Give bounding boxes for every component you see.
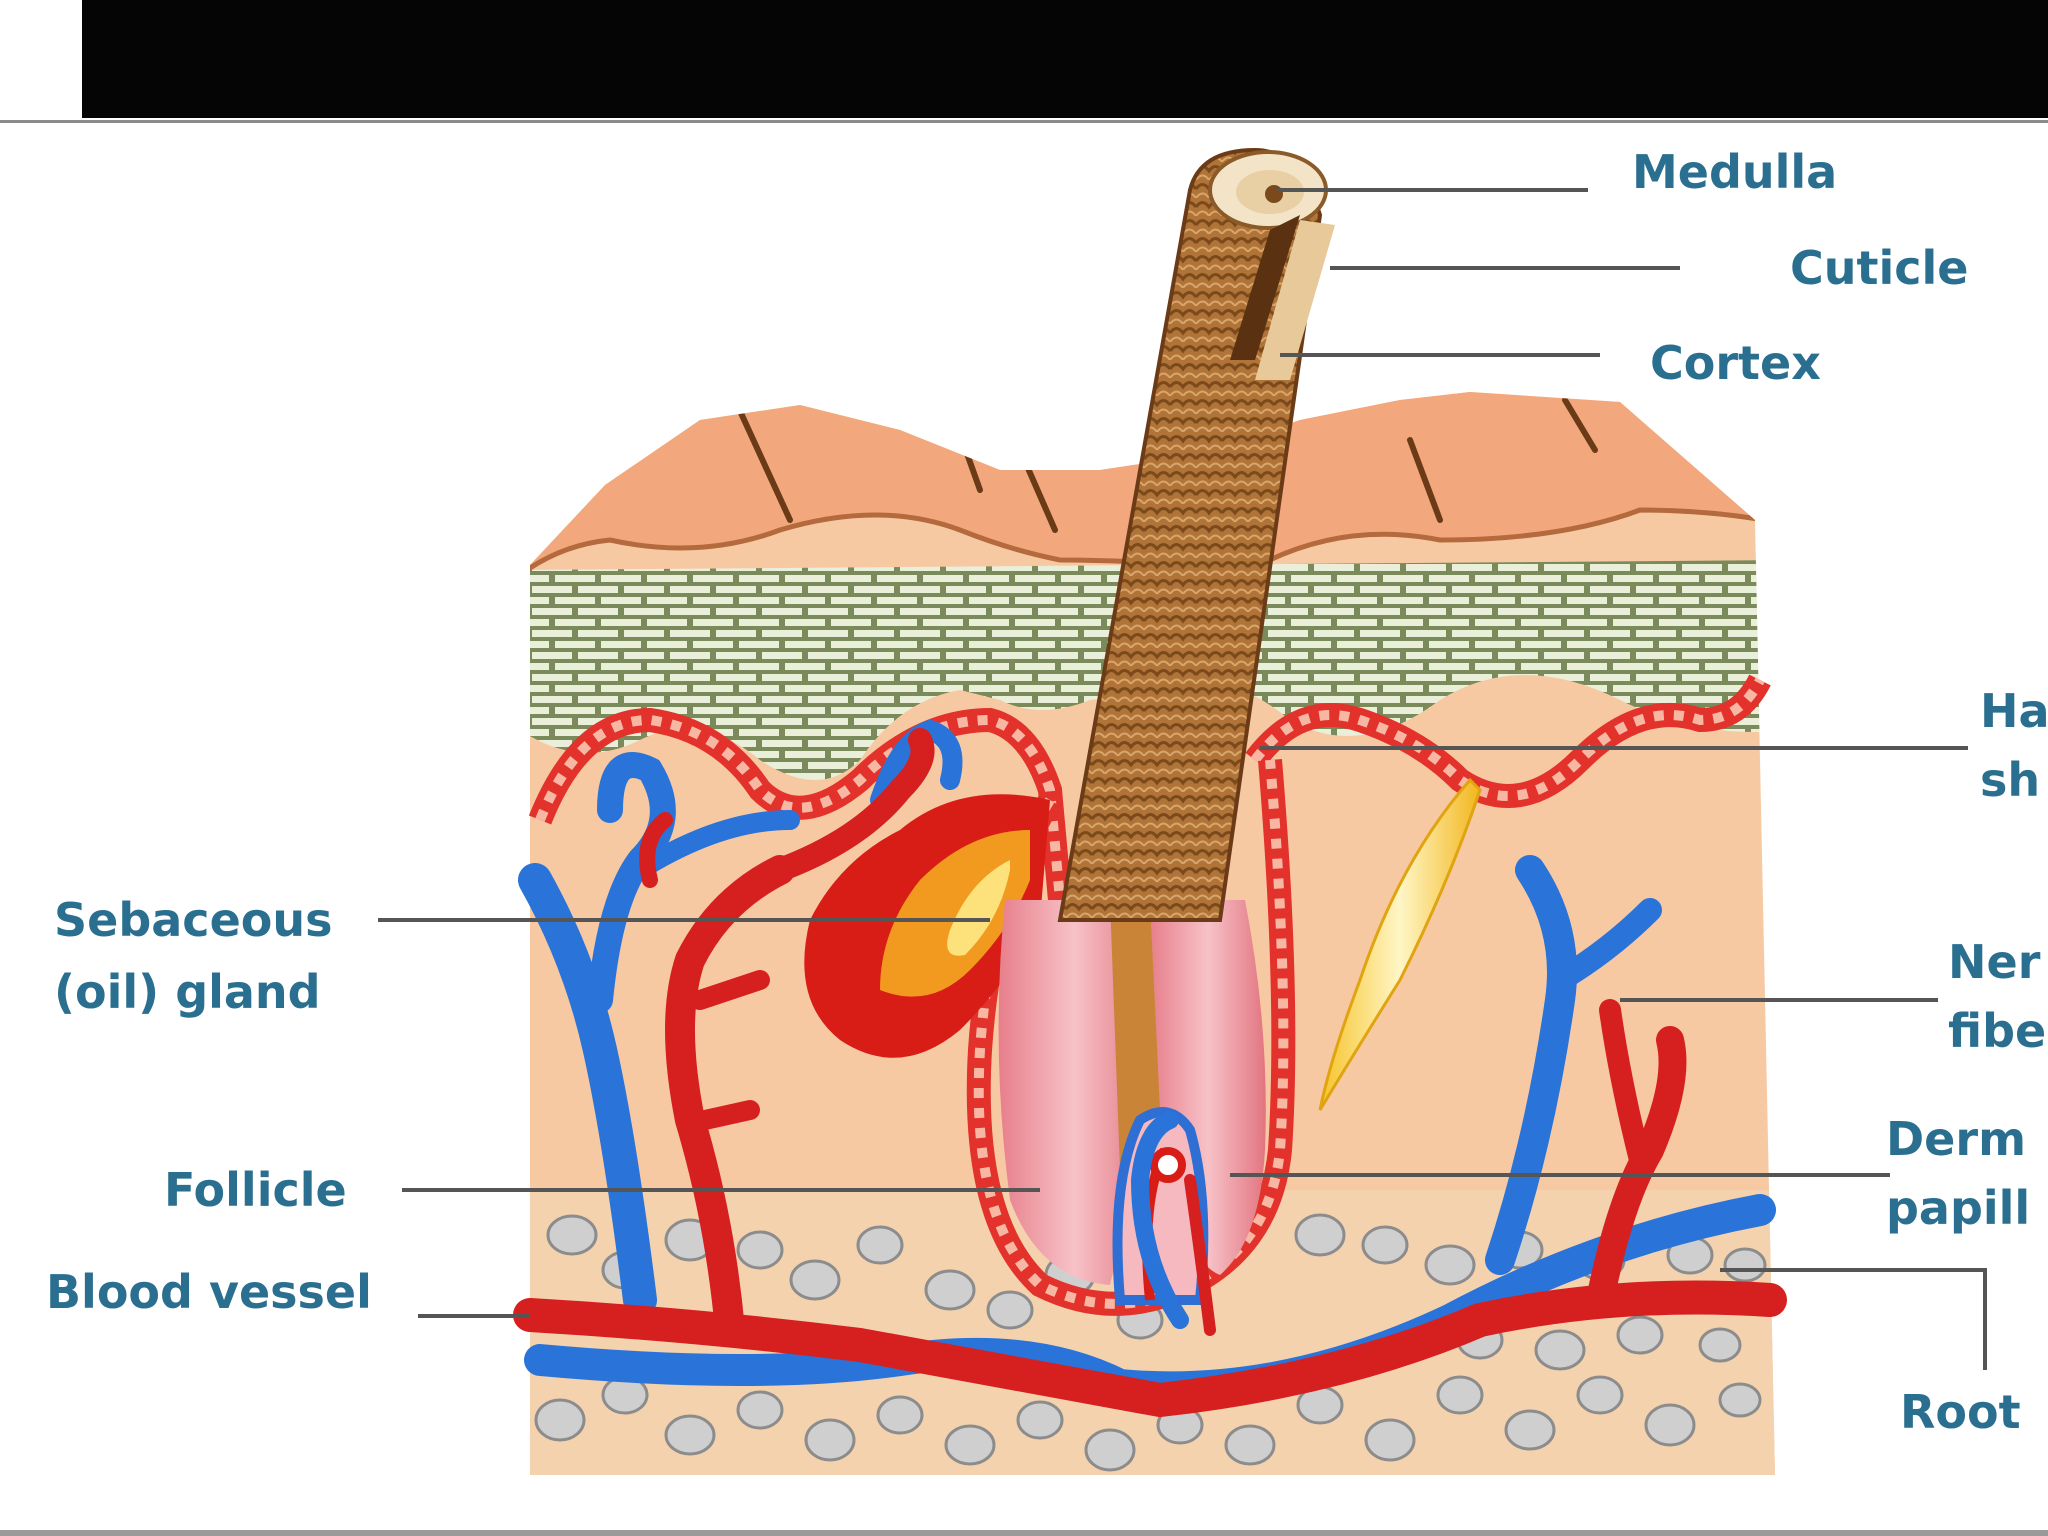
label-sebaceous-line1: Sebaceous: [54, 893, 333, 947]
top-left-gap: [0, 0, 82, 120]
label-cortex: Cortex: [1650, 336, 1821, 390]
bottom-border: [0, 1530, 2048, 1536]
label-blood-vessel: Blood vessel: [46, 1265, 372, 1319]
label-nerve-fiber-line2: fibe: [1948, 1004, 2046, 1058]
label-dermal-papilla-line2: papill: [1886, 1181, 2030, 1235]
label-medulla: Medulla: [1632, 145, 1837, 199]
label-hair-shaft-line1: Ha: [1980, 684, 2048, 738]
hair-follicle-diagram: Medulla Cuticle Cortex Ha sh Ner fibe De…: [0, 123, 2048, 1530]
top-black-bar: [82, 0, 2048, 118]
label-cuticle: Cuticle: [1790, 241, 1969, 295]
label-follicle: Follicle: [164, 1163, 347, 1217]
label-sebaceous-line2: (oil) gland: [54, 965, 321, 1019]
label-nerve-fiber-line1: Ner: [1948, 935, 2040, 989]
label-dermal-papilla-line1: Derm: [1886, 1112, 2026, 1166]
label-hair-shaft-line2: sh: [1980, 753, 2040, 807]
label-root: Root: [1900, 1385, 2021, 1439]
